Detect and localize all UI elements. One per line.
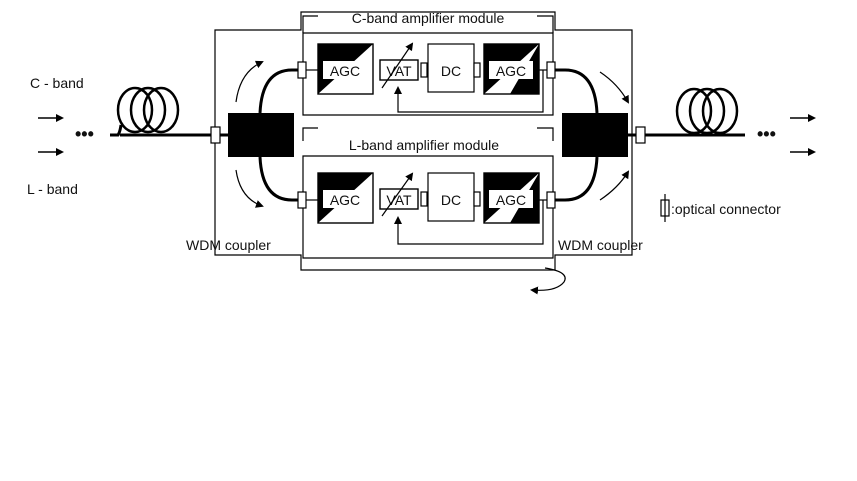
agc-label: AGC xyxy=(496,63,526,79)
curved-arrow-icon xyxy=(530,267,566,295)
vat-block: VAT xyxy=(379,172,419,217)
dc-label: DC xyxy=(441,192,461,208)
dc-block: DC xyxy=(427,172,475,222)
agc-label: AGC xyxy=(330,63,360,79)
wdm-coupler-left: WDM coupler xyxy=(186,68,298,253)
optical-connector-icon xyxy=(635,126,646,144)
optical-connector-icon xyxy=(297,191,307,209)
agc-block: AGC xyxy=(483,172,540,224)
vat-label: VAT xyxy=(386,63,412,79)
l-band-module: L-band amplifier module xyxy=(302,127,554,259)
optical-connector-icon xyxy=(546,191,556,209)
optical-connector-icon xyxy=(420,191,428,207)
connector-legend: :optical connector xyxy=(660,194,781,222)
fiber-coil-icon xyxy=(110,86,180,137)
agc-label: AGC xyxy=(496,192,526,208)
curved-arrow-icon xyxy=(235,169,264,208)
c-band-label: C - band xyxy=(30,75,84,91)
optical-connector-icon xyxy=(473,191,481,207)
l-band-label: L - band xyxy=(27,181,78,197)
agc-label: AGC xyxy=(330,192,360,208)
c-band-module: C-band amplifier module xyxy=(302,10,554,116)
connector-legend-label: :optical connector xyxy=(671,201,781,217)
wdm-coupler-left-label: WDM coupler xyxy=(186,237,271,253)
vat-block: VAT xyxy=(379,42,419,89)
vat-label: VAT xyxy=(386,192,412,208)
curved-arrow-icon xyxy=(599,71,629,104)
optical-connector-icon xyxy=(210,126,221,144)
dc-label: DC xyxy=(441,63,461,79)
input-side: C - band L - band ••• xyxy=(27,75,94,197)
agc-block: AGC xyxy=(483,43,540,95)
optical-connector-icon xyxy=(473,62,481,78)
c-band-module-label: C-band amplifier module xyxy=(352,10,505,26)
dc-block: DC xyxy=(427,43,475,93)
curved-arrow-icon xyxy=(235,60,264,103)
optical-connector-icon xyxy=(546,61,556,79)
output-dots: ••• xyxy=(757,124,776,144)
curved-arrow-icon xyxy=(599,170,630,201)
c-band-chain: AGC VAT DC AGC xyxy=(297,42,556,113)
wdm-coupler-right-label: WDM coupler xyxy=(558,237,643,253)
agc-block: AGC xyxy=(317,172,374,224)
outer-frame xyxy=(214,11,633,271)
optical-connector-icon xyxy=(297,61,307,79)
fiber-coil-icon xyxy=(675,87,739,135)
l-band-module-label: L-band amplifier module xyxy=(349,137,499,153)
l-band-chain: AGC VAT DC AGC xyxy=(297,172,556,245)
agc-block: AGC xyxy=(317,43,374,95)
optical-connector-icon xyxy=(420,62,428,78)
wdm-coupler-right: WDM coupler xyxy=(555,68,646,253)
input-dots: ••• xyxy=(75,124,94,144)
